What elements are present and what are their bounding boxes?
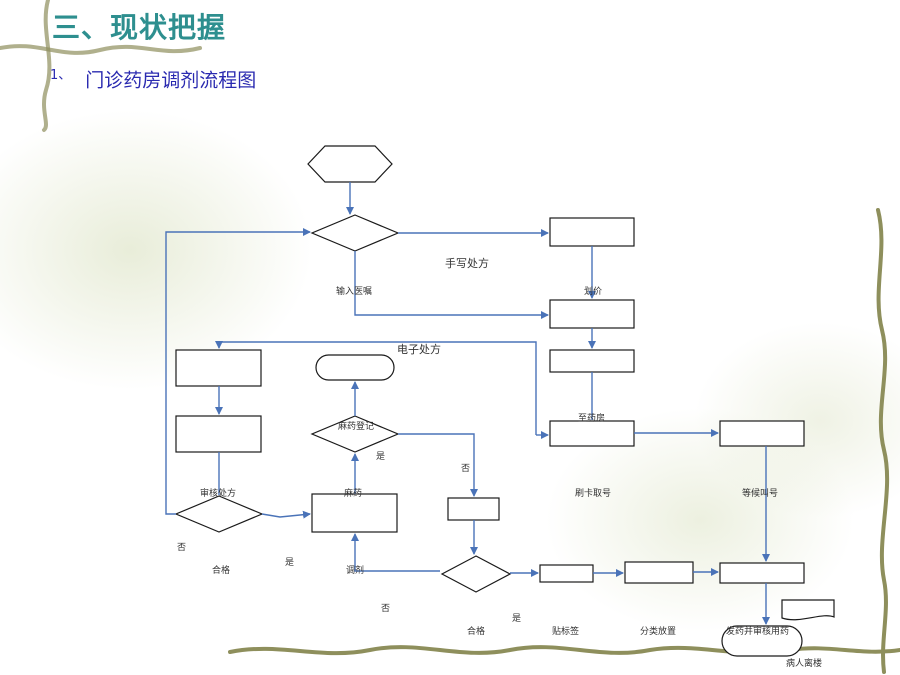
label-no-review: 否: [177, 543, 187, 553]
start-hexagon: [307, 145, 393, 183]
box-sort: [624, 561, 694, 584]
terminal-end: [721, 625, 803, 657]
arrow-no-narcotic: [398, 433, 478, 497]
arrow-electronic: [215, 341, 537, 435]
box-review-input-1: [175, 349, 262, 387]
label-qualified-review: 合格: [212, 566, 231, 576]
label-dispense-review: 发药并审核用药: [726, 627, 790, 637]
box-handwritten-rx: [549, 217, 635, 247]
label-narcotic-register: 麻药登记: [338, 422, 375, 432]
label-enter-orders: 输入医嘱: [336, 287, 373, 297]
box-to-pharmacy: [549, 420, 635, 447]
label-qualified-check: 合格: [467, 627, 486, 637]
label-stick: 贴标签: [552, 627, 580, 637]
label-no-narcotic: 否: [461, 464, 471, 474]
box-narcotic: [311, 493, 398, 533]
page-subtitle: 1、门诊药房调剂流程图: [50, 64, 256, 92]
decision-review: [174, 495, 264, 533]
arrow-qualified: [261, 510, 311, 519]
label-dispense: 调剂: [346, 566, 365, 576]
label-handwritten-rx: 手写处方: [445, 257, 489, 270]
subtitle-number: 1、: [50, 68, 72, 83]
label-swipe-card: 刷卡取号: [575, 489, 612, 499]
label-wait-call: 等候叫号: [742, 489, 779, 499]
arrow-dispense-back: [351, 533, 440, 572]
label-patient-leaves: 病人离楼: [786, 659, 823, 669]
box-review-input-2: [175, 415, 262, 453]
label-sort-place: 分类放置: [640, 627, 677, 637]
label-electronic-rx: 电子处方: [397, 343, 441, 356]
arrow-enter-orders: [354, 251, 549, 319]
box-payment: [549, 349, 635, 373]
decision-rx-type: [310, 214, 400, 252]
box-dispense: [719, 562, 805, 584]
page-title: 三、现状把握: [52, 11, 227, 44]
terminal-top: [315, 354, 395, 381]
label-narcotic: 麻药: [344, 489, 363, 499]
decision-check: [440, 555, 512, 593]
label-pricing: 划价: [584, 287, 603, 297]
label-no-check: 否: [381, 604, 391, 614]
label-yes-check: 是: [512, 614, 522, 624]
label-review-rx: 审核处方: [200, 489, 237, 499]
box-pricing: [549, 299, 635, 329]
label-yes-review: 是: [285, 558, 295, 568]
box-queue: [719, 420, 805, 447]
label-to-pharmacy: 至药房: [578, 414, 606, 424]
decision-narcotic: [310, 415, 400, 453]
document-symbol: [781, 599, 835, 621]
arrow-loop-back: [165, 228, 311, 515]
label-yes-narcotic: 是: [376, 452, 386, 462]
subtitle-text: 门诊药房调剂流程图: [85, 69, 257, 92]
box-label: [539, 564, 594, 583]
box-no-narcotic: [447, 497, 500, 521]
